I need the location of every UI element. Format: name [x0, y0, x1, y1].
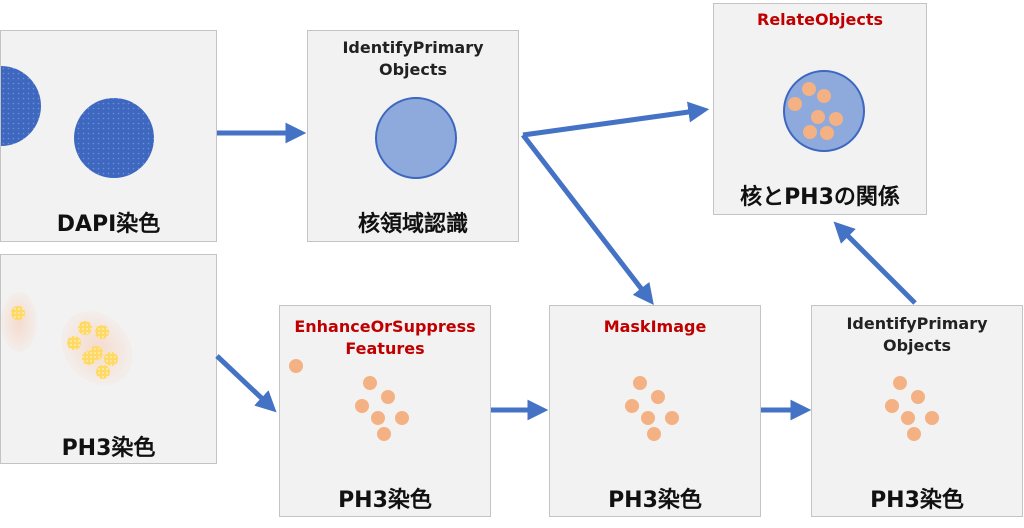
identify-nuclei-label: 核領域認識	[357, 212, 468, 237]
mask-image-label: PH3染色	[608, 488, 702, 513]
dapi-image-box: DAPI染色	[0, 30, 217, 242]
segmented-nucleus	[375, 97, 457, 179]
ph3-raw-label: PH3染色	[61, 436, 156, 461]
arrow-identify-to-mask	[521, 133, 654, 305]
masked-ph3-dots	[625, 376, 679, 441]
relate-objects-box: RelateObjects 核とPH3の関係	[713, 3, 927, 215]
enhanced-ph3-illustration	[289, 359, 409, 441]
nucleus-ph3-relation-illustration	[783, 70, 865, 152]
dapi-nuclei-illustration	[1, 66, 154, 178]
enhance-features-label: PH3染色	[338, 488, 432, 513]
identify-ph3-box: IdentifyPrimary Objects PH3染色	[811, 305, 1023, 517]
relate-objects-label: 核とPH3の関係	[740, 185, 900, 210]
enhanced-ph3-dots	[289, 359, 409, 441]
relate-objects-title: RelateObjects	[757, 10, 883, 29]
enhance-features-box: EnhanceOrSuppress Features PH3染色	[279, 305, 491, 517]
ph3-spots	[67, 321, 118, 379]
dapi-label: DAPI染色	[56, 212, 161, 237]
identify-ph3-title: IdentifyPrimary Objects	[846, 314, 988, 355]
ph3-spot	[11, 306, 25, 320]
identify-ph3-label: PH3染色	[870, 488, 964, 513]
arrow-identify-to-relate	[522, 101, 710, 138]
enhance-features-title: EnhanceOrSuppress Features	[294, 317, 476, 358]
nucleus-segmentation-illustration	[375, 97, 457, 179]
ph3-glow	[1, 292, 37, 352]
identify-nuclei-box: IdentifyPrimary Objects 核領域認識	[307, 30, 519, 242]
arrow-ph3-to-enhance	[215, 354, 277, 413]
identified-ph3-illustration	[885, 376, 939, 441]
ph3-raw-illustration	[1, 292, 133, 385]
masked-ph3-illustration	[625, 376, 679, 441]
identify-nuclei-title: IdentifyPrimary Objects	[342, 38, 484, 79]
mask-image-title: MaskImage	[603, 317, 707, 336]
identified-ph3-dots	[885, 376, 939, 441]
nucleus	[74, 98, 154, 178]
ph3-raw-image-box: PH3染色	[0, 254, 217, 464]
ph3-dots	[788, 82, 843, 140]
arrow-identify-ph3-to-relate	[833, 221, 917, 305]
nucleus-partial	[1, 66, 41, 146]
mask-image-box: MaskImage PH3染色	[549, 305, 761, 517]
